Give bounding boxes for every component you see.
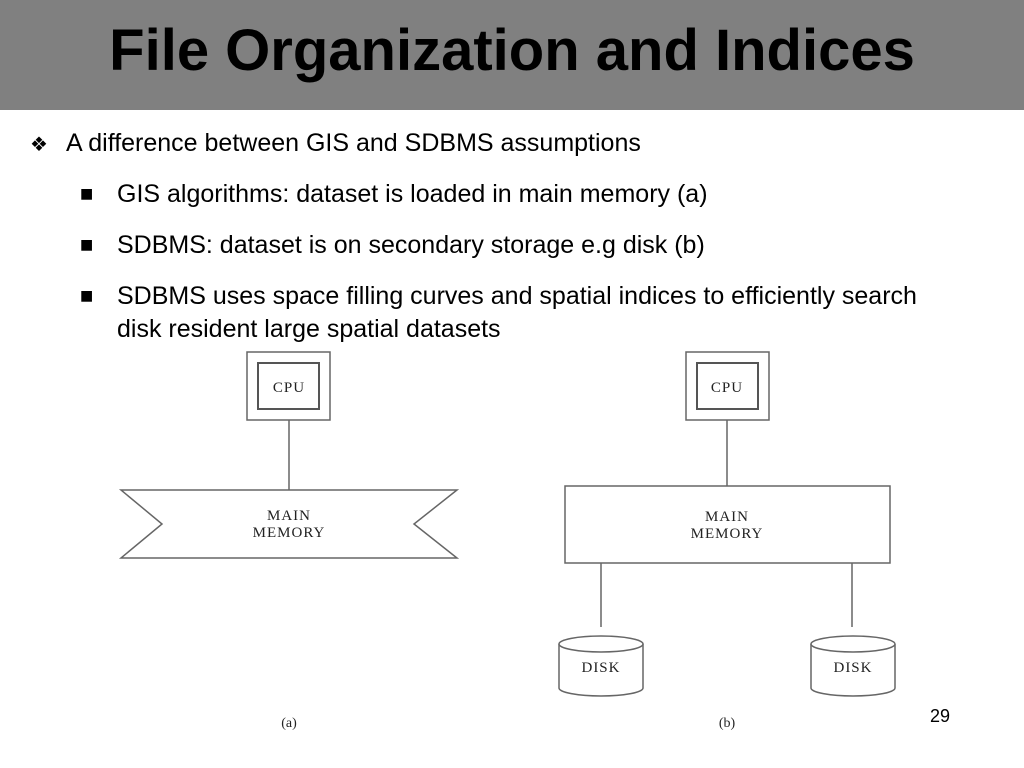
- memory-label-line2-a: MEMORY: [253, 525, 326, 541]
- main-memory-shape-a: [118, 489, 460, 559]
- bullet-sub-1-text: GIS algorithms: dataset is loaded in mai…: [117, 180, 708, 208]
- bullet-sub-3-text: SDBMS uses space filling curves and spat…: [117, 282, 917, 343]
- disk-left: DISK: [558, 635, 644, 697]
- page-title: File Organization and Indices: [109, 18, 915, 83]
- bullet-main-text: A difference between GIS and SDBMS assum…: [66, 129, 641, 157]
- bullet-sub-2-text: SDBMS: dataset is on secondary storage e…: [117, 231, 705, 259]
- disk-left-label: DISK: [581, 660, 620, 676]
- disk-left-top: [558, 635, 644, 653]
- memory-label-line2-b: MEMORY: [691, 526, 764, 542]
- square-bullet-icon: ■: [80, 288, 94, 304]
- cpu-label-b: CPU: [711, 380, 743, 396]
- memory-label-line1-a: MAIN: [267, 508, 311, 524]
- page-number: 29: [930, 706, 951, 726]
- disk-left-body: [558, 644, 644, 697]
- diagram-b: CPU MAIN MEMORY DISK DISK (b): [558, 351, 896, 731]
- disk-right-top: [810, 635, 896, 653]
- disk-right: DISK: [810, 635, 896, 697]
- bullet-main: ❖ A difference between GIS and SDBMS assu…: [30, 128, 641, 159]
- disk-right-label: DISK: [833, 660, 872, 676]
- diamond-bullet-icon: ❖: [30, 132, 48, 156]
- memory-label-line1-b: MAIN: [705, 509, 749, 525]
- caption-a: (a): [281, 716, 297, 731]
- title-bar: [0, 0, 1024, 110]
- caption-b: (b): [719, 716, 736, 731]
- disk-right-body: [810, 644, 896, 697]
- square-bullet-icon: ■: [80, 186, 94, 202]
- diagram-a: CPU MAIN MEMORY (a): [118, 351, 460, 731]
- cpu-label-a: CPU: [273, 380, 305, 396]
- main-memory-box-b: [564, 485, 891, 564]
- cpu-inner-box-a: [257, 362, 320, 410]
- square-bullet-icon: ■: [80, 237, 94, 253]
- cpu-inner-box-b: [696, 362, 759, 410]
